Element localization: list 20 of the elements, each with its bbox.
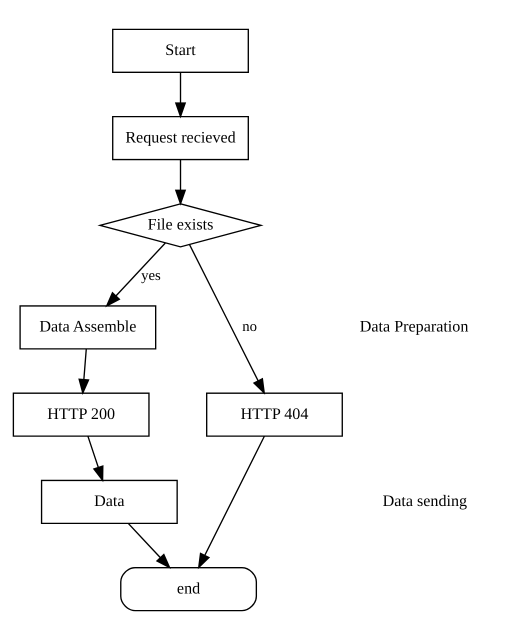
node-box: HTTP 200 bbox=[12, 392, 150, 437]
arrow bbox=[87, 436, 104, 482]
node-diamond: File exists bbox=[97, 203, 264, 248]
arrow bbox=[174, 72, 186, 118]
node-box: Data Assemble bbox=[19, 305, 156, 350]
node-box: HTTP 404 bbox=[206, 392, 343, 437]
arrow bbox=[105, 242, 166, 308]
node-box: Data bbox=[40, 480, 178, 524]
arrow bbox=[198, 436, 265, 570]
arrow bbox=[128, 523, 171, 569]
node-box: Request recieved bbox=[112, 116, 249, 160]
arrow bbox=[188, 244, 266, 395]
label: Data Preparation bbox=[360, 318, 468, 336]
node-box: end bbox=[120, 567, 258, 612]
arrow bbox=[78, 349, 90, 396]
label: Data sending bbox=[382, 493, 468, 510]
arrow bbox=[174, 160, 186, 206]
edge-label: no bbox=[242, 319, 258, 336]
node-box: Start bbox=[112, 28, 249, 73]
edge-label: yes bbox=[141, 268, 161, 284]
